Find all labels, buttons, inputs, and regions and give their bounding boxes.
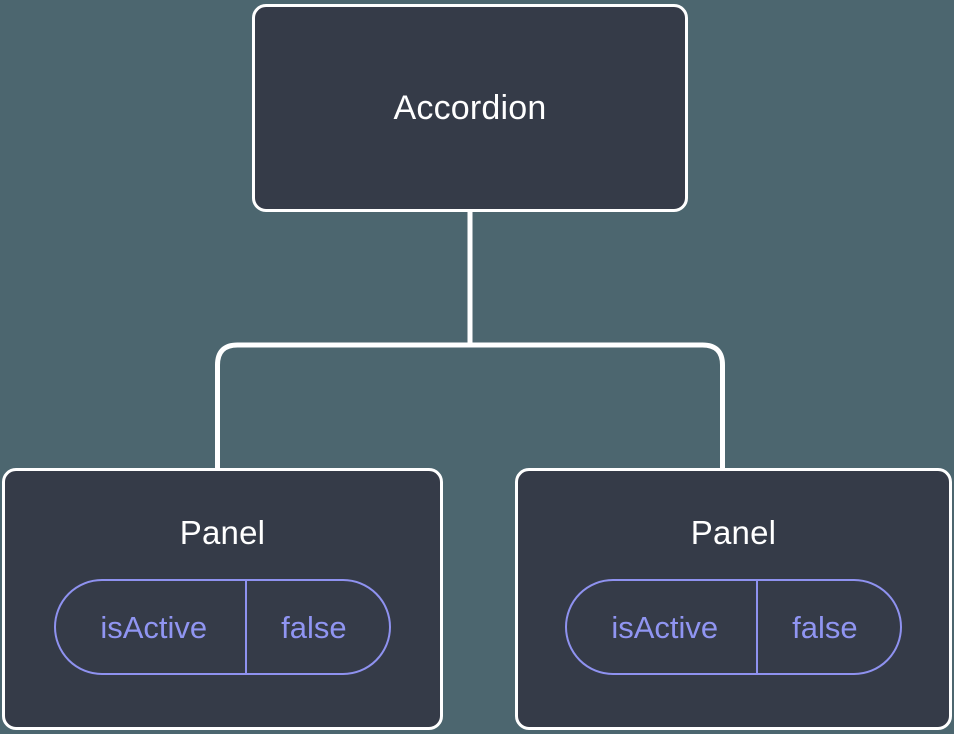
state-badge-panel-2-key: isActive [611,609,719,645]
connector-branch-bar [215,342,725,468]
node-panel-2[interactable]: Panel isActive false [515,468,952,730]
node-panel-2-label: Panel [690,514,777,551]
state-badge-panel-2[interactable]: isActive false [565,579,902,675]
node-accordion-label: Accordion [393,89,547,127]
node-panel-1[interactable]: Panel isActive false [2,468,443,730]
node-accordion[interactable]: Accordion [252,4,688,212]
node-panel-1-label: Panel [179,514,266,551]
state-badge-panel-2-value: false [756,581,899,673]
state-badge-panel-1-key: isActive [100,609,208,645]
state-badge-panel-1-value: false [245,581,388,673]
state-badge-panel-1[interactable]: isActive false [54,579,391,675]
